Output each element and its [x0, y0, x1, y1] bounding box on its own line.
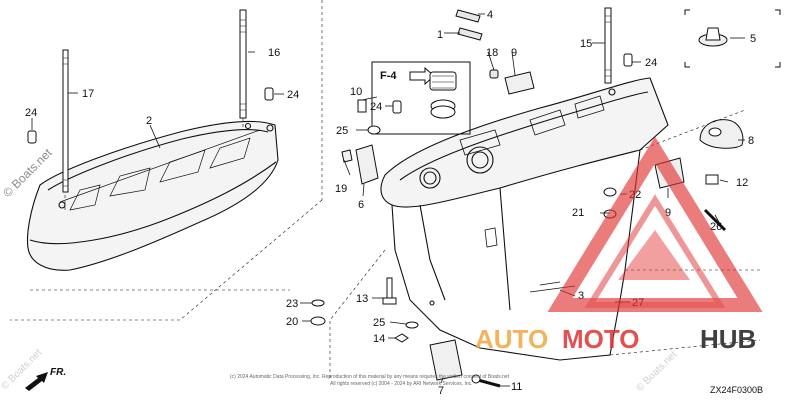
automotohub-logo: AUTO MOTO HUB — [475, 136, 763, 354]
callout-7: 7 — [438, 385, 444, 397]
stud-15 — [604, 7, 612, 84]
assembly-dashed-lines — [10, 0, 323, 321]
callout-26: 26 — [710, 221, 722, 233]
gear-case-housing — [380, 77, 669, 361]
callout-4: 4 — [487, 9, 493, 21]
callout-2: 2 — [146, 115, 152, 127]
lower-cover-part — [27, 120, 279, 271]
callout-25a: 25 — [336, 125, 348, 137]
dowel-pins — [27, 53, 633, 144]
callout-13: 13 — [356, 293, 368, 305]
leader-lines-left — [31, 51, 284, 149]
callout-15: 15 — [580, 38, 592, 50]
callout-24a: 24 — [25, 107, 37, 119]
figure-ref-label: F-4 — [380, 70, 397, 82]
callout-17: 17 — [82, 88, 94, 100]
callout-24c: 24 — [370, 101, 382, 113]
inset-box-5 — [684, 9, 781, 68]
callout-12: 12 — [736, 177, 748, 189]
callout-11: 11 — [511, 381, 522, 393]
logo-hub: HUB — [700, 324, 756, 354]
copyright-line-1: (c) 2024 Automatic Data Processing, Inc.… — [230, 374, 510, 380]
callout-3: 3 — [578, 290, 584, 302]
callout-23: 23 — [286, 298, 298, 310]
small-top-parts — [455, 9, 499, 79]
logo-moto: MOTO — [562, 324, 640, 354]
callout-19: 19 — [335, 183, 347, 195]
callout-24b: 24 — [287, 89, 299, 101]
callout-9a: 9 — [511, 47, 517, 59]
callout-25b: 25 — [373, 317, 385, 329]
callout-24d: 24 — [645, 57, 657, 69]
callout-14: 14 — [373, 333, 385, 345]
callout-5: 5 — [750, 33, 756, 45]
callout-21: 21 — [572, 207, 584, 219]
front-arrow: FR. — [25, 367, 66, 391]
boats-net-faint-2: © Boats.net — [634, 349, 679, 394]
f4-reference-box — [371, 61, 471, 135]
callout-10: 10 — [350, 86, 362, 98]
callout-16: 16 — [268, 47, 280, 59]
logo-auto: AUTO — [475, 324, 548, 354]
leader-lines-right — [300, 13, 745, 387]
callout-1: 1 — [437, 29, 443, 41]
section-code: ZX24F0300B — [710, 385, 763, 395]
copyright-line-2: All rights reserved (c) 2004 - 2024 by A… — [330, 381, 473, 387]
front-arrow-label: FR. — [50, 367, 66, 378]
callout-6: 6 — [358, 199, 364, 211]
callout-8: 8 — [748, 135, 754, 147]
callout-numbers: 1 2 3 4 5 6 7 8 9 9 10 11 12 13 14 15 16… — [25, 9, 756, 397]
callout-20: 20 — [286, 316, 298, 328]
boats-net-faint-1: © Boats.net — [0, 347, 44, 392]
washer-and-cap — [698, 27, 744, 149]
callout-9b: 9 — [665, 207, 671, 219]
callout-18: 18 — [486, 47, 498, 59]
